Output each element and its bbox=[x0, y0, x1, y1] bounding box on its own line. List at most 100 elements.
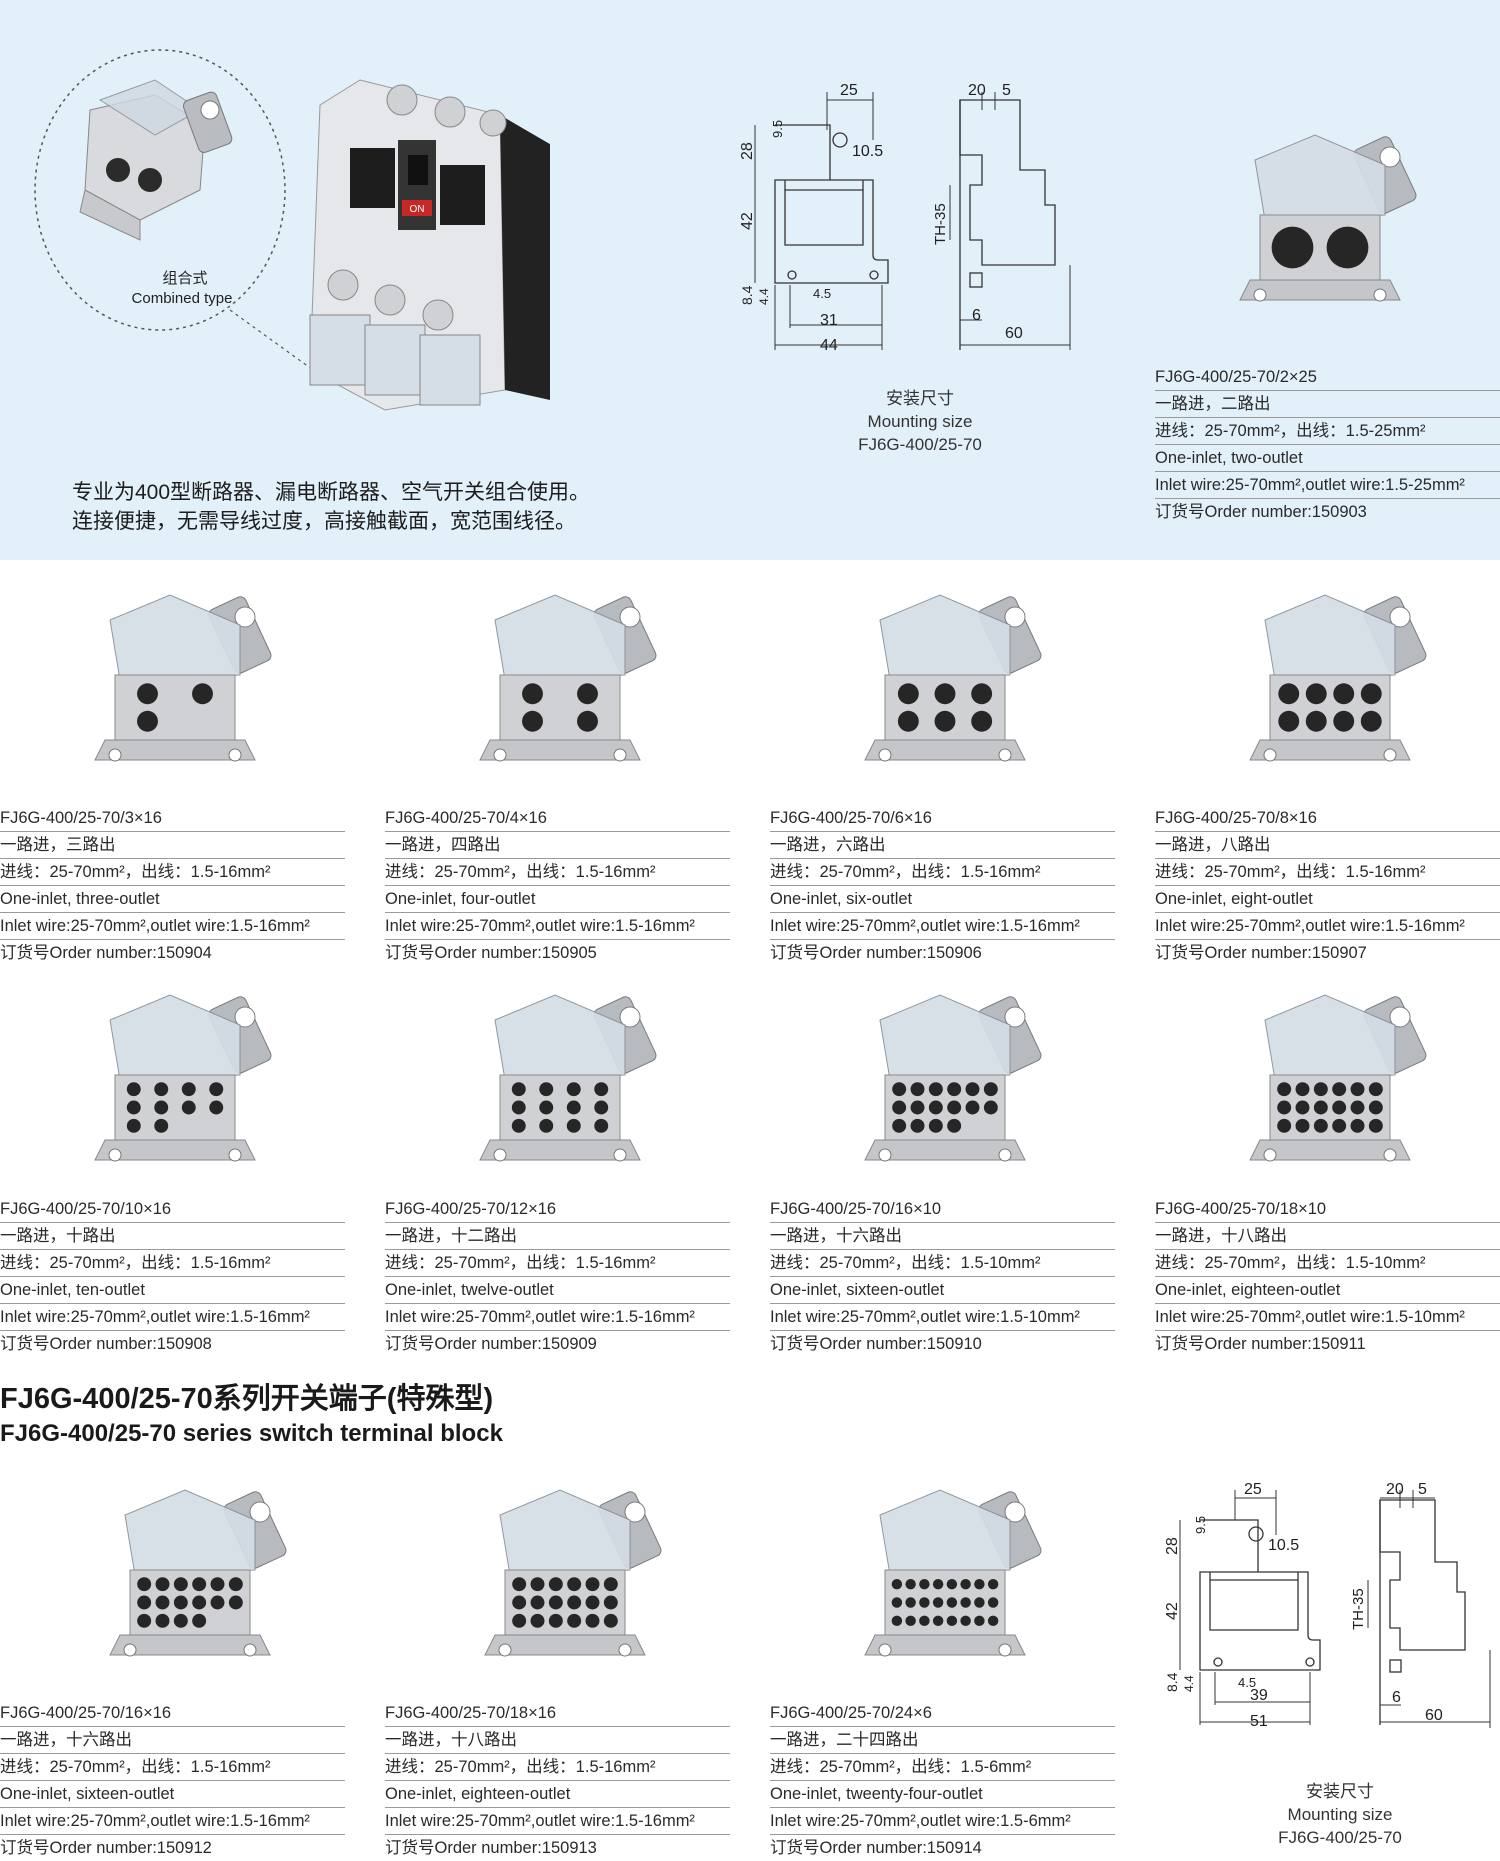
dim-31: 31 bbox=[820, 312, 838, 329]
outlet-hole bbox=[928, 1100, 943, 1115]
product-model: FJ6G-400/25-70/10×16 bbox=[0, 1196, 345, 1223]
dim-8-4-b: 8.4 bbox=[1164, 1672, 1180, 1692]
outlet-hole bbox=[603, 1577, 618, 1592]
outlet-hole bbox=[567, 1577, 582, 1592]
circuit-breaker: ON bbox=[309, 79, 550, 411]
product-desc-en: One-inlet, twelve-outlet bbox=[385, 1277, 730, 1304]
screw-right bbox=[243, 1643, 257, 1657]
product-desc-cn: 一路进，三路出 bbox=[0, 832, 345, 859]
terminal-block-image bbox=[94, 594, 272, 762]
din-foot bbox=[94, 1139, 256, 1161]
product-wire-cn: 进线：25-70mm²，出线：1.5-10mm² bbox=[1155, 1250, 1500, 1277]
product-wire-en: Inlet wire:25-70mm²,outlet wire:1.5-25mm… bbox=[1155, 472, 1500, 499]
transparent-cover bbox=[1264, 594, 1396, 681]
product-desc-cn: 一路进，十二路出 bbox=[385, 1223, 730, 1250]
screw-left bbox=[878, 748, 892, 762]
outlet-hole bbox=[1295, 1118, 1310, 1133]
product-desc-cn: 一路进，八路出 bbox=[1155, 832, 1500, 859]
product-wire-en: Inlet wire:25-70mm²,outlet wire:1.5-6mm² bbox=[770, 1808, 1115, 1835]
screw-left bbox=[1263, 1148, 1277, 1162]
outlet-hole bbox=[566, 1100, 581, 1115]
outlet-hole bbox=[892, 1082, 907, 1097]
dim-60-b: 60 bbox=[1425, 1707, 1443, 1724]
block-body bbox=[499, 674, 621, 741]
screw-left bbox=[1263, 748, 1277, 762]
product-order-number: 订货号Order number:150908 bbox=[0, 1335, 212, 1353]
outlet-hole bbox=[1332, 1100, 1347, 1115]
product-desc-cn: 一路进，二十四路出 bbox=[770, 1727, 1115, 1754]
outlet-hole bbox=[974, 1615, 985, 1627]
outlet-hole bbox=[512, 1577, 527, 1592]
screw-left bbox=[108, 1148, 122, 1162]
product-wire-cn: 进线：25-70mm²，出线：1.5-16mm² bbox=[0, 1250, 345, 1277]
outlet-hole bbox=[1295, 1082, 1310, 1097]
outlet-hole bbox=[585, 1577, 600, 1592]
din-foot bbox=[864, 1634, 1026, 1656]
dim-20-b: 20 bbox=[1386, 1481, 1404, 1498]
product-model: FJ6G-400/25-70/18×16 bbox=[385, 1700, 730, 1727]
terminal-block-image bbox=[109, 1489, 287, 1657]
outlet-hole bbox=[137, 1577, 152, 1592]
transparent-cover bbox=[109, 594, 241, 681]
outlet-hole bbox=[983, 1100, 998, 1115]
terminal-block-image bbox=[484, 1489, 662, 1657]
outlet-hole bbox=[1278, 710, 1300, 732]
din-foot bbox=[484, 1634, 646, 1656]
outlet-hole bbox=[946, 1615, 958, 1627]
outlet-hole bbox=[530, 1595, 545, 1610]
product-desc-en: One-inlet, four-outlet bbox=[385, 886, 730, 913]
outlet-hole bbox=[126, 1100, 141, 1115]
product-desc-cn: 一路进，四路出 bbox=[385, 832, 730, 859]
outlet-hole bbox=[965, 1082, 980, 1097]
outlet-hole bbox=[566, 1082, 581, 1097]
outlet-hole bbox=[209, 1100, 224, 1115]
outlet-hole bbox=[987, 1615, 999, 1627]
dim-42: 42 bbox=[739, 212, 756, 230]
outlet-hole bbox=[891, 1615, 903, 1627]
product-wire-en: Inlet wire:25-70mm²,outlet wire:1.5-16mm… bbox=[0, 1304, 345, 1331]
product-order-number: 订货号Order number:150913 bbox=[385, 1839, 597, 1857]
outlet-hole bbox=[155, 1613, 170, 1628]
dim-10-5-b: 10.5 bbox=[1268, 1537, 1299, 1554]
outlet-hole bbox=[567, 1613, 582, 1628]
outlet-hole bbox=[548, 1595, 563, 1610]
outlet-hole bbox=[209, 1082, 224, 1097]
product-wire-en: Inlet wire:25-70mm²,outlet wire:1.5-16mm… bbox=[385, 1304, 730, 1331]
outlet-hole bbox=[1271, 226, 1314, 269]
screw-right bbox=[1383, 748, 1397, 762]
product-desc-cn: 一路进，十八路出 bbox=[1155, 1223, 1500, 1250]
product-model: FJ6G-400/25-70/24×6 bbox=[770, 1700, 1115, 1727]
outlet-hole bbox=[892, 1100, 907, 1115]
tab-hole bbox=[1004, 1501, 1026, 1523]
product-model: FJ6G-400/25-70/8×16 bbox=[1155, 805, 1500, 832]
outlet-hole bbox=[919, 1578, 930, 1590]
screw-right bbox=[1383, 1148, 1397, 1162]
outlet-hole bbox=[960, 1615, 971, 1627]
transparent-cover bbox=[1254, 134, 1386, 221]
outlet-hole bbox=[892, 1118, 907, 1133]
screw-left bbox=[878, 1148, 892, 1162]
transparent-cover bbox=[879, 994, 1011, 1081]
combined-en-label: Combined type bbox=[132, 290, 233, 307]
outlet-hole bbox=[577, 710, 598, 732]
transparent-cover bbox=[499, 1489, 631, 1576]
outlet-hole bbox=[173, 1613, 188, 1628]
outlet-hole bbox=[1360, 710, 1382, 732]
product-wire-en: Inlet wire:25-70mm²,outlet wire:1.5-16mm… bbox=[0, 913, 345, 940]
outlet-hole bbox=[987, 1578, 999, 1590]
mounting-caption-cn-b: 安装尺寸 bbox=[1306, 1782, 1374, 1801]
outlet-hole bbox=[974, 1597, 985, 1608]
product-desc-en: One-inlet, eighteen-outlet bbox=[385, 1781, 730, 1808]
breaker-on-label: ON bbox=[410, 204, 425, 215]
outlet-hole bbox=[173, 1577, 188, 1592]
outlet-hole bbox=[511, 1100, 526, 1115]
product-wire-en: Inlet wire:25-70mm²,outlet wire:1.5-16mm… bbox=[385, 1808, 730, 1835]
screw-right bbox=[998, 748, 1012, 762]
outlet-hole bbox=[137, 1613, 152, 1628]
dim-th35: TH-35 bbox=[932, 203, 949, 245]
